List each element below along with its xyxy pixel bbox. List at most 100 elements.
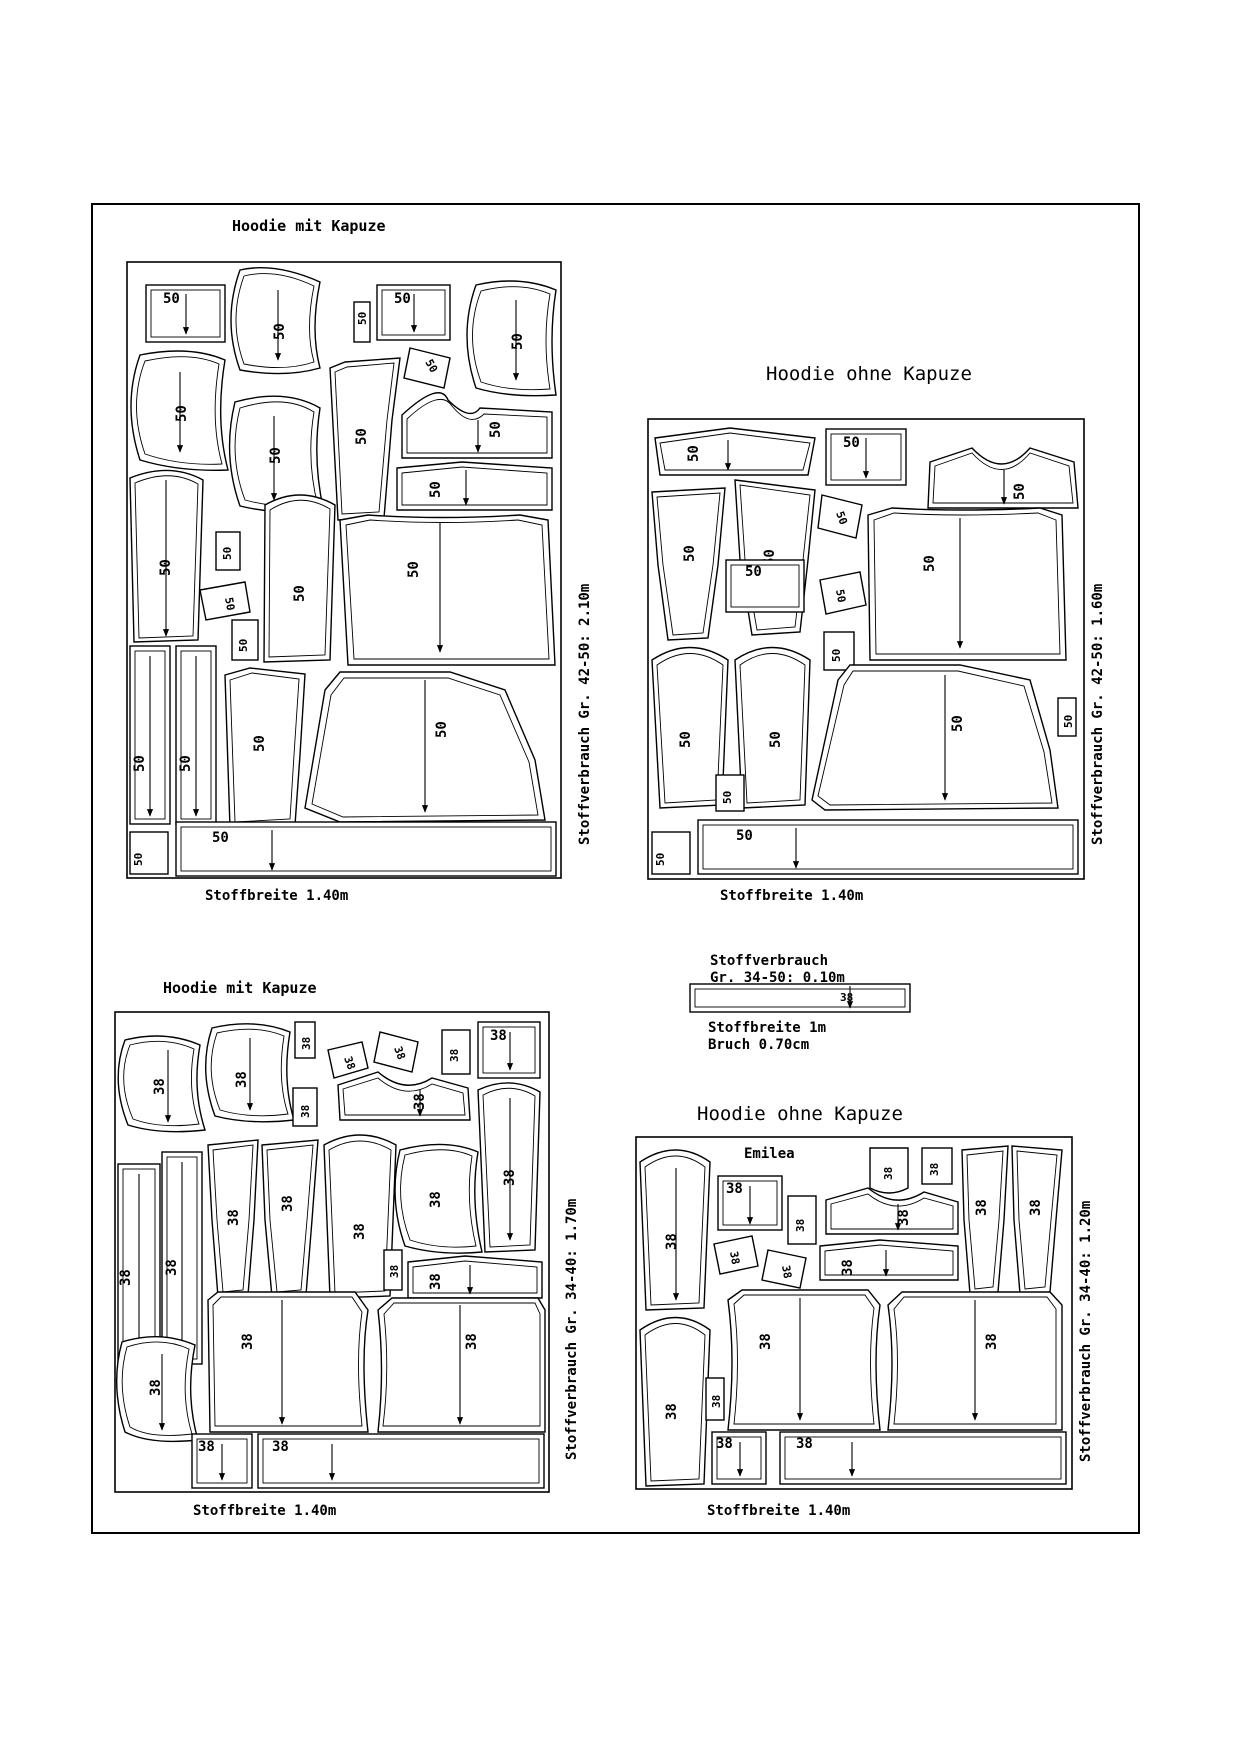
layout-title: Hoodie mit Kapuze bbox=[232, 217, 386, 235]
size-mark: 38 bbox=[464, 1333, 480, 1350]
pattern-piece: 38 bbox=[711, 1431, 767, 1485]
size-mark: 50 bbox=[272, 323, 288, 340]
consumption-label: Stoffverbrauch Gr. 42-50: 2.10m bbox=[577, 584, 593, 845]
size-mark: 50 bbox=[222, 596, 237, 611]
size-mark: 38 bbox=[164, 1259, 180, 1276]
fabric-panel bbox=[647, 418, 1085, 880]
pattern-piece: 38 bbox=[779, 1431, 1067, 1485]
pattern-piece: 38 bbox=[819, 1239, 959, 1281]
size-mark: 38 bbox=[118, 1269, 134, 1286]
pattern-piece: 50 bbox=[230, 267, 321, 375]
size-mark: 38 bbox=[710, 1395, 723, 1408]
size-mark: 38 bbox=[226, 1209, 242, 1226]
pattern-piece: 50 bbox=[466, 280, 557, 397]
pattern-piece: 50 bbox=[215, 531, 241, 571]
pattern-piece: 50 bbox=[199, 581, 251, 621]
size-mark: 50 bbox=[252, 735, 268, 752]
size-mark: 50 bbox=[1012, 483, 1028, 500]
pattern-piece: 50 bbox=[129, 645, 171, 825]
fabric-width-label: Stoffbreite 1.40m bbox=[707, 1503, 850, 1519]
pattern-piece: 38 bbox=[161, 1151, 203, 1365]
size-mark: 50 bbox=[736, 828, 753, 844]
size-mark: 50 bbox=[678, 731, 694, 748]
size-mark: 38 bbox=[758, 1333, 774, 1350]
pattern-piece: 38 bbox=[373, 1031, 419, 1073]
size-mark: 50 bbox=[950, 715, 966, 732]
size-mark: 50 bbox=[163, 291, 180, 307]
layout-title: Hoodie ohne Kapuze bbox=[697, 1103, 903, 1125]
consumption-label: Stoffverbrauch Gr. 34-40: 1.70m bbox=[564, 1199, 580, 1460]
size-mark: 38 bbox=[272, 1439, 289, 1455]
size-mark: 38 bbox=[727, 1250, 742, 1265]
ribbing-fold: Bruch 0.70cm bbox=[708, 1037, 809, 1053]
size-mark: 50 bbox=[178, 755, 194, 772]
pattern-piece: 50 bbox=[129, 469, 204, 643]
layout-top-left: Hoodie mit Kapuze Stoffbreite 1.40m Stof… bbox=[126, 217, 593, 904]
size-mark: 50 bbox=[682, 545, 698, 562]
pattern-piece: 38 bbox=[257, 1433, 545, 1489]
size-mark: 50 bbox=[686, 445, 702, 462]
size-mark: 38 bbox=[984, 1333, 1000, 1350]
pattern-piece: 50 bbox=[715, 774, 745, 812]
pattern-piece: 38 bbox=[207, 1291, 369, 1433]
pattern-piece: 38 bbox=[921, 1147, 953, 1185]
pattern-piece: 38 bbox=[717, 1175, 783, 1231]
size-mark: 50 bbox=[922, 555, 938, 572]
size-mark: 50 bbox=[354, 428, 370, 445]
size-mark: 38 bbox=[341, 1055, 358, 1072]
size-mark: 50 bbox=[768, 731, 784, 748]
pattern-piece: 38 bbox=[377, 1297, 546, 1433]
size-mark: 50 bbox=[174, 405, 190, 422]
size-mark: 50 bbox=[434, 721, 450, 738]
size-mark: 38 bbox=[840, 991, 853, 1004]
pattern-piece: 50 bbox=[329, 357, 401, 521]
size-mark: 38 bbox=[240, 1333, 256, 1350]
size-mark: 38 bbox=[794, 1219, 807, 1232]
size-mark: 38 bbox=[428, 1273, 444, 1290]
size-mark: 50 bbox=[1062, 715, 1075, 728]
pattern-piece: 38 bbox=[407, 1255, 543, 1299]
pattern-piece: 38 bbox=[116, 1335, 199, 1443]
pattern-piece: 38 bbox=[477, 1082, 541, 1253]
pattern-piece: 50 bbox=[145, 284, 226, 343]
size-mark: 38 bbox=[974, 1199, 990, 1216]
pattern-piece: 38 bbox=[639, 1149, 711, 1311]
pattern-piece: 50 bbox=[175, 821, 557, 877]
pattern-piece: 50 bbox=[811, 664, 1059, 811]
size-mark: 38 bbox=[198, 1439, 215, 1455]
ribbing-piece-inner bbox=[694, 988, 906, 1008]
pattern-piece: 38 bbox=[294, 1021, 316, 1059]
size-mark: 50 bbox=[654, 853, 667, 866]
pattern-piece: 38 bbox=[261, 1139, 319, 1298]
pattern-piece: 50 bbox=[231, 619, 259, 661]
pattern-piece: 50 bbox=[651, 487, 726, 641]
pattern-piece: 50 bbox=[651, 646, 729, 809]
layout-title: Hoodie ohne Kapuze bbox=[766, 363, 972, 385]
size-mark: 38 bbox=[280, 1195, 296, 1212]
ribbing-block: Stoffverbrauch Gr. 34-50: 0.10m 38 Stoff… bbox=[689, 953, 911, 1053]
pattern-piece: 50 bbox=[401, 392, 553, 459]
pattern-piece: 38 bbox=[787, 1195, 817, 1245]
size-mark: 50 bbox=[158, 559, 174, 576]
size-mark: 38 bbox=[779, 1264, 794, 1279]
size-mark: 38 bbox=[1028, 1199, 1044, 1216]
size-mark: 50 bbox=[428, 481, 444, 498]
layout-top-right: Hoodie ohne Kapuze Stoffbreite 1.40m Sto… bbox=[647, 363, 1106, 904]
size-mark: 38 bbox=[299, 1105, 312, 1118]
pattern-piece: 38 bbox=[117, 1035, 206, 1133]
pattern-piece: 38 bbox=[323, 1134, 397, 1299]
size-mark: 38 bbox=[352, 1223, 368, 1240]
size-mark: 50 bbox=[212, 830, 229, 846]
consumption-label: Stoffverbrauch Gr. 42-50: 1.60m bbox=[1090, 584, 1106, 845]
size-mark: 38 bbox=[502, 1169, 518, 1186]
pattern-piece: 38 bbox=[383, 1249, 403, 1291]
pattern-piece: 50 bbox=[725, 559, 805, 613]
sheet-border bbox=[91, 203, 1140, 1534]
ribbing-fabric-width: Stoffbreite 1m bbox=[708, 1020, 826, 1036]
size-mark: 38 bbox=[234, 1071, 250, 1088]
size-mark: 50 bbox=[356, 312, 369, 325]
pattern-piece: 50 bbox=[403, 347, 451, 389]
pattern-piece: 50 bbox=[817, 494, 863, 539]
size-mark: 50 bbox=[268, 447, 284, 464]
size-mark: 50 bbox=[721, 791, 734, 804]
